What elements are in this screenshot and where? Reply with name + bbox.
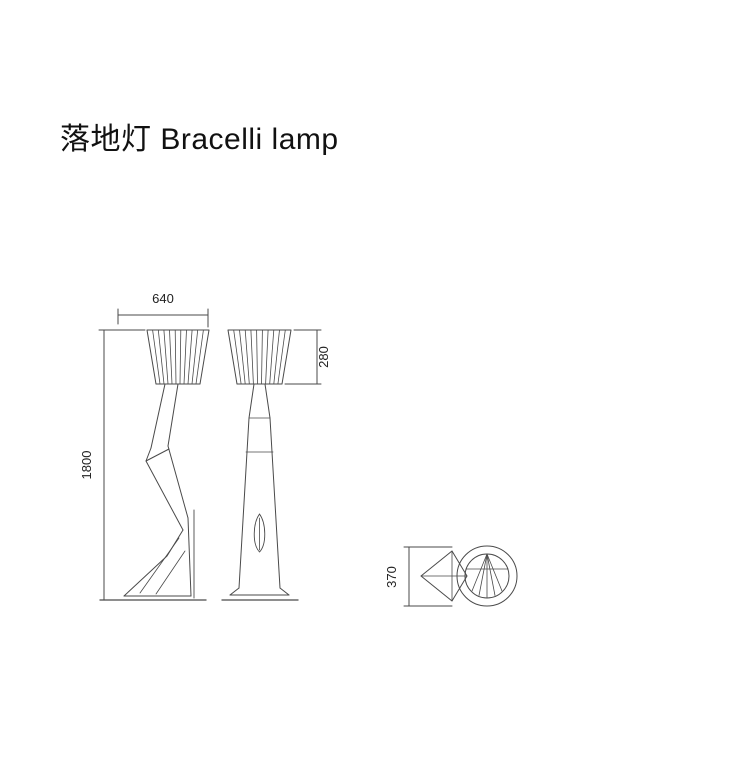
side-shade-pleat-lines [152,329,204,385]
dimension-base-width-370 [403,546,453,607]
dimension-labels: 640 280 1800 370 [79,291,399,588]
side-body [123,383,195,599]
front-view [221,329,299,601]
dimension-label-1800: 1800 [79,451,94,480]
side-view [99,329,210,601]
page-title: 落地灯 Bracelli lamp [60,123,339,156]
front-shade-outline [227,329,292,385]
front-body [229,383,290,596]
dimension-shade-height-280 [284,329,322,385]
dimension-depth-640 [117,308,209,328]
front-shade-pleat-lines [233,329,286,385]
dimension-height-1800 [98,329,146,601]
top-view [420,545,518,607]
dimension-label-370: 370 [384,566,399,588]
side-shade-outline [146,329,210,385]
dimension-label-280: 280 [316,346,331,368]
drawing-lines [98,308,518,607]
top-view-fan-lines [465,553,509,599]
top-view-cone [420,550,468,602]
dimension-label-640: 640 [152,291,174,306]
